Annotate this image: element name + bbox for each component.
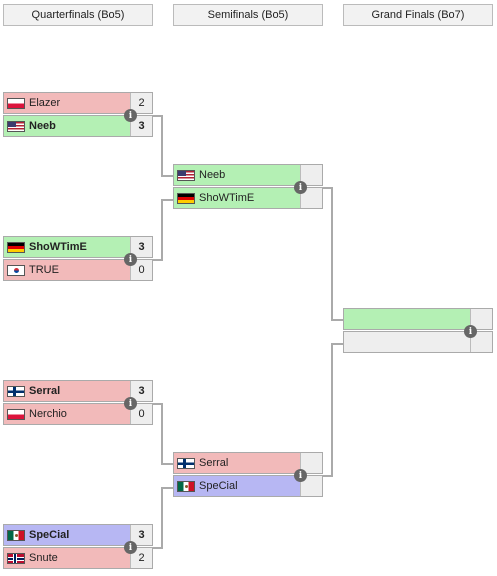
player-name: Serral	[29, 385, 61, 397]
player-name: Nerchio	[29, 408, 67, 420]
grand-final-match[interactable]: i	[343, 308, 493, 353]
player-slot[interactable]: ShoWTimE	[173, 187, 323, 209]
header-grand-finals: Grand Finals (Bo7)	[343, 4, 493, 26]
player-slot[interactable]: ShoWTimE 3	[3, 236, 153, 258]
player-slot[interactable]: TRUE 0	[3, 259, 153, 281]
mexico-flag-icon	[7, 529, 25, 541]
quarterfinal-match-4[interactable]: SpeCial 3 Snute 2 i	[3, 524, 153, 569]
poland-flag-icon	[7, 97, 25, 109]
player-score: 3	[130, 116, 152, 136]
player-score	[300, 188, 322, 208]
match-info-icon[interactable]: i	[294, 469, 307, 482]
player-score: 3	[130, 381, 152, 401]
player-slot[interactable]: Elazer 2	[3, 92, 153, 114]
header-semifinals: Semifinals (Bo5)	[173, 4, 323, 26]
quarterfinal-match-1[interactable]: Elazer 2 Neeb 3 i	[3, 92, 153, 137]
player-score: 0	[130, 404, 152, 424]
player-slot[interactable]: Neeb 3	[3, 115, 153, 137]
player-name: TRUE	[29, 264, 59, 276]
player-name: Neeb	[29, 120, 56, 132]
germany-flag-icon	[177, 192, 195, 204]
player-score: 3	[130, 237, 152, 257]
player-score	[470, 309, 492, 329]
player-score: 2	[130, 93, 152, 113]
player-name: Neeb	[199, 169, 226, 181]
match-info-icon[interactable]: i	[124, 541, 137, 554]
finland-flag-icon	[7, 385, 25, 397]
player-name: Serral	[199, 457, 229, 469]
germany-flag-icon	[7, 241, 25, 253]
quarterfinal-match-2[interactable]: ShoWTimE 3 TRUE 0 i	[3, 236, 153, 281]
player-score	[470, 332, 492, 352]
norway-flag-icon	[7, 552, 25, 564]
player-name: Elazer	[29, 97, 61, 109]
player-slot[interactable]	[343, 308, 493, 330]
player-score	[300, 476, 322, 496]
usa-flag-icon	[177, 169, 195, 181]
match-info-icon[interactable]: i	[124, 253, 137, 266]
player-name: SpeCial	[29, 529, 70, 541]
player-slot[interactable]: Neeb	[173, 164, 323, 186]
poland-flag-icon	[7, 408, 25, 420]
semifinal-match-2[interactable]: Serral SpeCial i	[173, 452, 323, 497]
player-score: 2	[130, 548, 152, 568]
mexico-flag-icon	[177, 480, 195, 492]
match-info-icon[interactable]: i	[124, 397, 137, 410]
match-info-icon[interactable]: i	[294, 181, 307, 194]
match-info-icon[interactable]: i	[124, 109, 137, 122]
player-score: 3	[130, 525, 152, 545]
player-slot[interactable]: SpeCial	[173, 475, 323, 497]
finland-flag-icon	[177, 457, 195, 469]
player-score	[300, 453, 322, 473]
player-slot[interactable]: Snute 2	[3, 547, 153, 569]
quarterfinal-match-3[interactable]: Serral 3 Nerchio 0 i	[3, 380, 153, 425]
player-slot[interactable]: Nerchio 0	[3, 403, 153, 425]
header-quarterfinals: Quarterfinals (Bo5)	[3, 4, 153, 26]
player-name: Snute	[29, 552, 58, 564]
player-slot[interactable]: Serral 3	[3, 380, 153, 402]
player-name: SpeCial	[199, 480, 238, 492]
player-slot[interactable]	[343, 331, 493, 353]
usa-flag-icon	[7, 120, 25, 132]
player-name: ShoWTimE	[199, 192, 255, 204]
semifinal-match-1[interactable]: Neeb ShoWTimE i	[173, 164, 323, 209]
player-name: ShoWTimE	[29, 241, 87, 253]
player-slot[interactable]: SpeCial 3	[3, 524, 153, 546]
player-score: 0	[130, 260, 152, 280]
player-score	[300, 165, 322, 185]
south-korea-flag-icon	[7, 264, 25, 276]
player-slot[interactable]: Serral	[173, 452, 323, 474]
match-info-icon[interactable]: i	[464, 325, 477, 338]
